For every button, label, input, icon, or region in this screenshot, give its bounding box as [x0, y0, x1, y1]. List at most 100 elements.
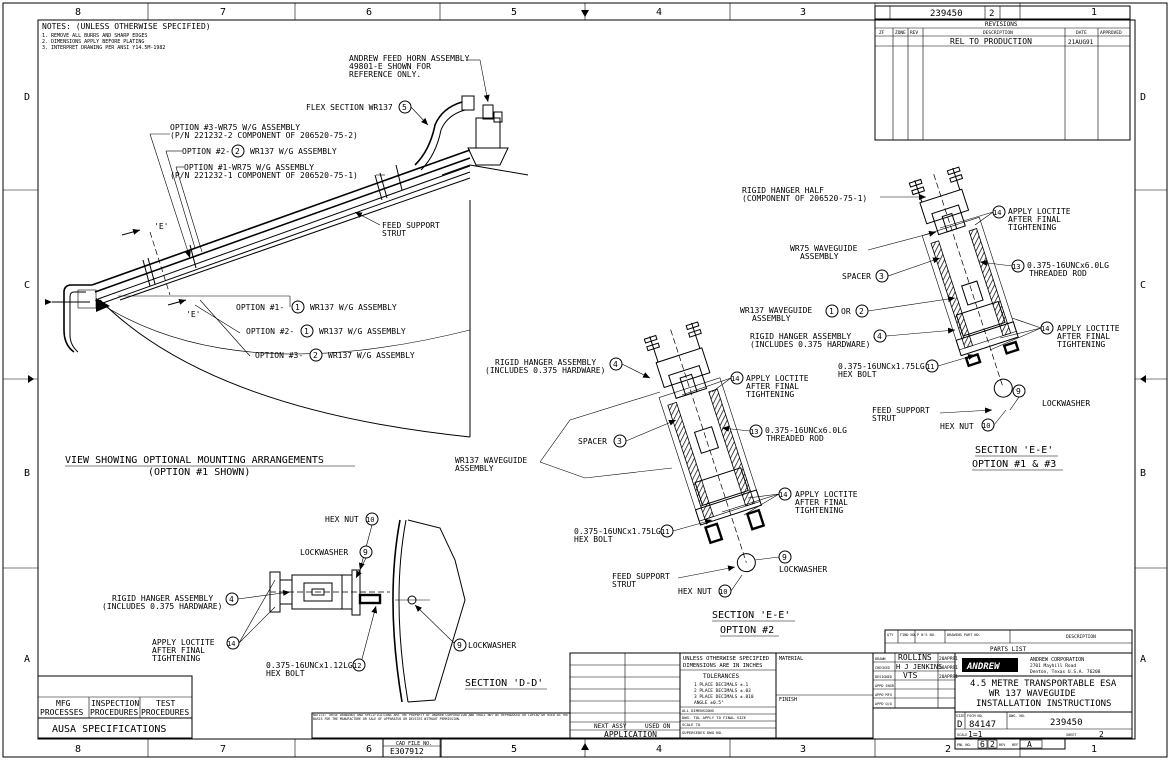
callout: LOCKWASHER [300, 548, 348, 557]
note-line: 3. INTERPRET DRAWING PER ANSI Y14.5M-198… [42, 45, 165, 51]
bubble: 3 [879, 272, 884, 281]
col-label: 7 [220, 744, 226, 755]
callout: AFTER FINAL [795, 498, 848, 507]
tol-line: ANGLE ±0.5° [694, 700, 724, 706]
proc-cell: PROCEDURES [90, 708, 138, 717]
col-label: 7 [220, 7, 226, 18]
callout: STRUT [872, 414, 896, 423]
feed-horn-callout: 49801-E SHOWN FOR [349, 62, 431, 71]
signoff-role: APPD ENGR [875, 684, 895, 688]
callout: THREADED ROD [1029, 269, 1087, 278]
callout: 0.375-16UNCx6.0LG [765, 426, 847, 435]
col-label: 4 [656, 7, 662, 18]
dwg-label: DWG. NO. [1009, 714, 1026, 718]
size-label: SIZE [956, 714, 964, 718]
fine-print-box: NOTICE: THESE DRAWINGS AND SPECIFICATION… [311, 712, 571, 739]
col-label: 8 [75, 744, 81, 755]
opt2-prefix: OPTION #2- [182, 147, 230, 156]
title-line: WR 137 WAVEGUIDE [989, 689, 1076, 699]
lower-opt-suffix: WR137 W/G ASSEMBLY [328, 351, 415, 360]
parts-list-block: QTY FIND NO. P N'S NO. DRAWING PART NO. … [884, 629, 1133, 654]
callout: HEX NUT [678, 587, 712, 596]
callout: HEX NUT [940, 422, 974, 431]
company-addr: Denton, Texas U.S.A. 76208 [1030, 669, 1101, 675]
callout: FEED SUPPORT [872, 406, 930, 415]
sheet-label: SHEET [1066, 733, 1077, 737]
callout: TIGHTENING [746, 390, 794, 399]
proc-cell: PROCESSES [40, 708, 84, 717]
bubble: 9 [1016, 387, 1021, 396]
tol-head: UNLESS OTHERWISE SPECIFIED [683, 656, 769, 662]
opt2-bubble: 2 [235, 147, 240, 156]
callout: HEX NUT [325, 515, 359, 524]
tol-title: TOLERANCES [703, 673, 740, 680]
notes-title: NOTES: (UNLESS OTHERWISE SPECIFIED) [42, 22, 211, 31]
rev-date: 21AUG91 [1068, 39, 1094, 46]
bubble: 9 [457, 641, 462, 650]
cad-file-value: E307912 [390, 747, 424, 756]
pnl-label: PNL NO. [957, 743, 972, 747]
col-label: 6 [366, 744, 372, 755]
feed-support-label: FEED SUPPORT [382, 221, 440, 230]
bubble: 12 [353, 662, 361, 670]
lower-opt-suffix: WR137 W/G ASSEMBLY [310, 303, 397, 312]
lower-opt-bubble: 1 [295, 303, 300, 312]
lower-opt-bubble: 2 [313, 351, 318, 360]
parts-list-title: PARTS LIST [990, 646, 1027, 653]
section-subtitle: OPTION #1 & #3 [972, 459, 1056, 470]
col-label: 2 [945, 744, 951, 755]
e-mark-top: 'E' [154, 222, 168, 231]
signoff-role: DRAWN [875, 657, 886, 661]
callout: ASSEMBLY [752, 314, 791, 323]
parts-header: P N'S NO. [917, 633, 936, 637]
rev-header: REV [910, 30, 918, 36]
feed-horn-callout: REFERENCE ONLY. [349, 70, 421, 79]
col-label: 3 [800, 744, 806, 755]
proc-cell: PROCEDURES [141, 708, 189, 717]
rev-label: REV [999, 743, 1006, 747]
sheet-value: 2 [1099, 730, 1104, 739]
rev-value: 2 [990, 740, 995, 749]
tolerances-block: UNLESS OTHERWISE SPECIFIED DIMENSIONS AR… [679, 652, 777, 739]
rev-header: DATE [1076, 30, 1087, 36]
callout: AFTER FINAL [152, 646, 205, 655]
col-label: 1 [1091, 7, 1097, 18]
bubble: 2 [859, 307, 864, 316]
bubble: 1 [829, 307, 834, 316]
row-label: A [24, 654, 30, 665]
cad-file-label: CAD FILE NO. [396, 741, 432, 747]
proc-cell: INSPECTION [91, 699, 139, 708]
callout: WR75 WAVEGUIDE [790, 244, 858, 253]
lower-opt-bubble: 1 [304, 327, 309, 336]
tol-extra: SUPERSEDES DWG NO. [682, 730, 723, 735]
application-block: NEXT ASSY USED ON APPLICATION [569, 652, 681, 739]
title-line: 4.5 METRE TRANSPORTABLE ESA [970, 679, 1117, 689]
bubble: 4 [229, 595, 234, 604]
callout: STRUT [612, 580, 636, 589]
e-mark-bottom: 'E' [186, 310, 200, 319]
row-label: C [24, 280, 30, 291]
view-title: VIEW SHOWING OPTIONAL MOUNTING ARRANGEME… [65, 455, 324, 466]
callout: AFTER FINAL [746, 382, 799, 391]
callout: RIGID HANGER ASSEMBLY [112, 594, 213, 603]
callout: APPLY LOCTITE [746, 374, 809, 383]
material-label: MATERIAL [779, 656, 803, 662]
col-label: 5 [511, 7, 517, 18]
row-label: B [1140, 468, 1146, 479]
tol-extra: DWG. TOL APPLY TO FINAL SIZE [682, 715, 747, 720]
tol-line: 2 PLACE DECIMALS ±.03 [694, 688, 751, 694]
section-e-center-drawing [643, 321, 766, 573]
next-assy-label: NEXT ASSY [594, 723, 627, 730]
size-value: D [957, 720, 962, 730]
col-label: 3 [800, 7, 806, 18]
callout: 0.375-16UNCx6.0LG [1027, 261, 1109, 270]
top-rev: 2 [989, 9, 994, 19]
proc-cell: MFG [56, 699, 71, 708]
opt2-suffix: WR137 W/G ASSEMBLY [250, 147, 337, 156]
section-title: SECTION 'E-E' [975, 445, 1053, 456]
callout: ASSEMBLY [455, 464, 494, 473]
scale-value: 1=1 [968, 730, 983, 739]
bubble: 10 [719, 588, 727, 596]
